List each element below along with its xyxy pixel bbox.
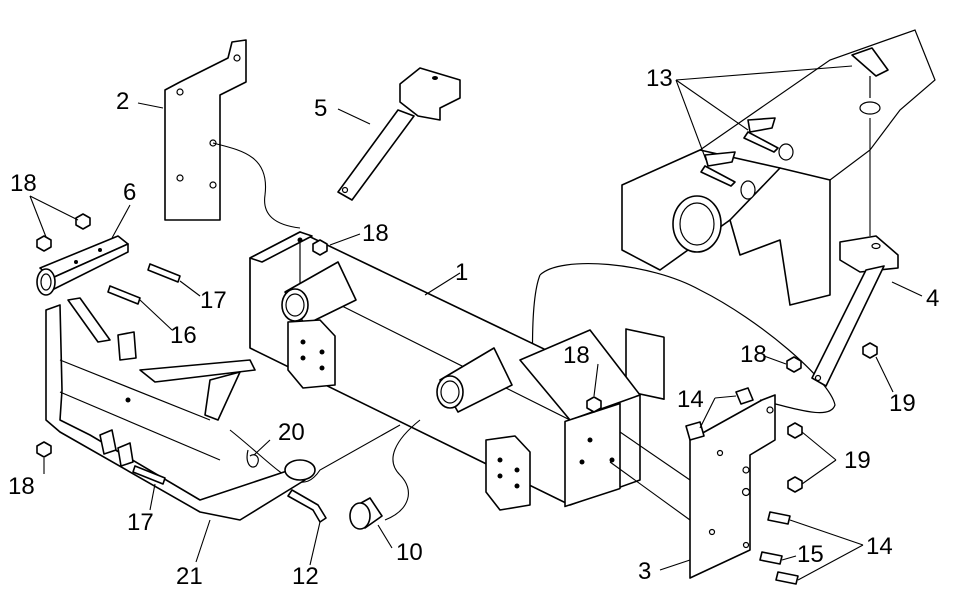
nut-part-18-left-top bbox=[75, 213, 91, 230]
callout-3: 3 bbox=[638, 558, 651, 585]
callout-16: 16 bbox=[170, 322, 197, 349]
bolt-part-17-lower bbox=[132, 465, 166, 485]
callout-12: 12 bbox=[292, 563, 319, 590]
callout-18-lower-left: 18 bbox=[8, 473, 35, 500]
bolt-part-16 bbox=[107, 285, 141, 305]
bracket-part-2 bbox=[164, 39, 247, 221]
callout-18-right: 18 bbox=[740, 341, 767, 368]
callout-17-lower: 17 bbox=[127, 509, 154, 536]
bracket-part-3 bbox=[689, 394, 776, 579]
spacer-part-11-a bbox=[735, 387, 754, 405]
callout-15: 15 bbox=[797, 541, 824, 568]
bolt-13-mid bbox=[743, 117, 779, 153]
vehicle-frame-section bbox=[531, 29, 936, 471]
nut-part-18-right bbox=[786, 356, 802, 373]
callout-18-mid: 18 bbox=[563, 342, 590, 369]
callout-18-center: 18 bbox=[362, 220, 389, 247]
callout-10: 10 bbox=[396, 539, 423, 566]
brace-part-5 bbox=[337, 67, 461, 201]
bolt-part-15 bbox=[759, 551, 783, 565]
main-hitch-crossbar-part-1 bbox=[249, 231, 641, 511]
callout-19-right: 19 bbox=[889, 390, 916, 417]
nut-part-19-upper bbox=[862, 342, 878, 359]
bolt-part-14-b bbox=[775, 571, 799, 585]
bolt-13-low bbox=[700, 151, 736, 187]
callout-6: 6 bbox=[123, 179, 136, 206]
callout-1: 1 bbox=[455, 259, 468, 286]
nut-part-18-upper-center bbox=[312, 239, 328, 256]
receiver-cap-part-10 bbox=[349, 497, 383, 530]
nut-part-18-left-low bbox=[36, 441, 52, 458]
hitch-pin-part-12 bbox=[287, 489, 327, 523]
bolt-part-14-a bbox=[767, 511, 791, 525]
bolt-part-17-upper bbox=[147, 263, 181, 283]
bracket-part-6 bbox=[36, 235, 129, 296]
callout-2: 2 bbox=[116, 88, 129, 115]
nut-part-18-mid bbox=[586, 396, 602, 413]
loop-bar-part-21 bbox=[45, 297, 316, 521]
callout-18-top-left: 18 bbox=[10, 170, 37, 197]
callout-13: 13 bbox=[646, 65, 673, 92]
nut-part-19-lower-b bbox=[787, 476, 803, 493]
callout-14: 14 bbox=[866, 533, 893, 560]
spacer-part-11-b bbox=[685, 421, 705, 441]
nut-part-18-left-mid bbox=[36, 235, 52, 252]
callout-17-upper: 17 bbox=[200, 287, 227, 314]
brace-part-4 bbox=[811, 235, 899, 387]
bolt-13-top bbox=[851, 47, 889, 115]
callout-20: 20 bbox=[278, 419, 305, 446]
callout-4: 4 bbox=[926, 285, 939, 312]
callout-5: 5 bbox=[314, 95, 327, 122]
callout-21: 21 bbox=[176, 563, 203, 590]
callout-19-lower: 19 bbox=[844, 447, 871, 474]
callout-11: 14 bbox=[677, 386, 704, 413]
nut-part-19-lower-a bbox=[787, 422, 803, 439]
